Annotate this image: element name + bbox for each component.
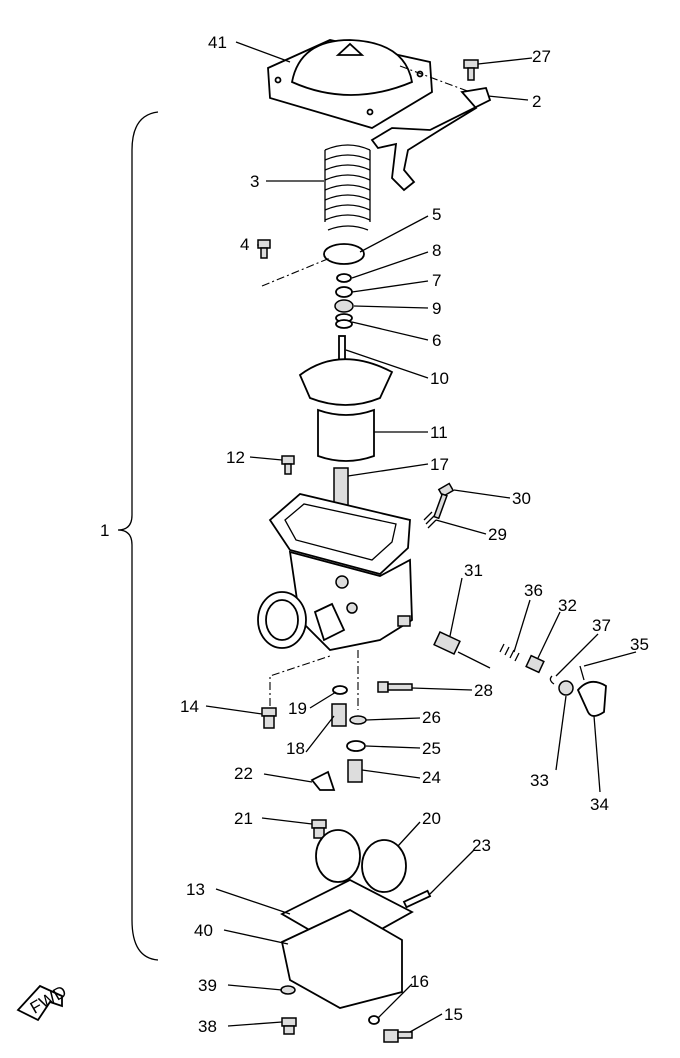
callout-8: 8: [432, 241, 441, 260]
callout-21: 21: [234, 809, 253, 828]
part-5-plate: [323, 243, 365, 265]
part-27-screw: [463, 59, 479, 81]
callout-17: 17: [430, 455, 449, 474]
callout-18: 18: [286, 739, 305, 758]
callout-40: 40: [194, 921, 213, 940]
part-22-plate: [310, 770, 336, 791]
callout-26: 26: [422, 708, 441, 727]
part-26-washer: [349, 715, 367, 725]
part-25-o-ring: [346, 740, 366, 752]
part-20-float: [315, 829, 407, 893]
part-9-washer: [334, 299, 354, 313]
part-23-pin: [402, 889, 432, 909]
callout-4: 4: [240, 235, 249, 254]
callout-9: 9: [432, 299, 441, 318]
callout-labels: 41 27 2 3 5 4 8 7 9 6 10 11 12 17 30 29 …: [100, 33, 649, 1036]
leader-lines: [205, 41, 637, 1033]
part-3-spring: [324, 144, 371, 231]
part-37-clip: [549, 675, 555, 685]
callout-30: 30: [512, 489, 531, 508]
part-8-clip: [336, 273, 352, 283]
part-33-washer: [558, 680, 574, 696]
part-38-screw: [281, 1017, 297, 1035]
callout-12: 12: [226, 448, 245, 467]
callout-37: 37: [592, 616, 611, 635]
callout-39: 39: [198, 976, 217, 995]
assembly-bracket: [117, 111, 159, 961]
callout-33: 33: [530, 771, 549, 790]
callout-29: 29: [488, 525, 507, 544]
part-24-main-jet: [347, 759, 363, 783]
callout-14: 14: [180, 697, 199, 716]
callout-25: 25: [422, 739, 441, 758]
part-39-washer: [280, 985, 296, 995]
part-29-spring: [423, 511, 437, 529]
callout-24: 24: [422, 768, 441, 787]
part-14-drain-screw: [261, 707, 277, 729]
part-35-screw: [579, 665, 585, 681]
part-18-jet: [331, 703, 347, 727]
part-7-washer: [335, 286, 353, 298]
part-2-bracket: [370, 86, 492, 192]
callout-2: 2: [532, 92, 541, 111]
callout-31: 31: [464, 561, 483, 580]
part-6-spring: [335, 313, 353, 329]
fwd-label: FWD: [27, 982, 70, 1018]
part-28-screw: [377, 681, 413, 693]
callout-22: 22: [234, 764, 253, 783]
callout-13: 13: [186, 880, 205, 899]
part-15-drain-screw: [383, 1029, 413, 1043]
callout-27: 27: [532, 47, 551, 66]
callout-16: 16: [410, 972, 429, 991]
callout-7: 7: [432, 271, 441, 290]
part-40-float-bowl: [280, 908, 403, 1009]
callout-19: 19: [288, 699, 307, 718]
part-19-washer: [332, 685, 348, 695]
part-31-pilot-screw: [433, 631, 491, 669]
callout-20: 20: [422, 809, 441, 828]
part-41-cover: [267, 39, 433, 129]
part-11-piston: [298, 358, 394, 462]
callout-36: 36: [524, 581, 543, 600]
callout-41: 41: [208, 33, 227, 52]
callout-11: 11: [430, 423, 448, 442]
callout-1: 1: [100, 521, 109, 540]
callout-35: 35: [630, 635, 649, 654]
part-12-screw: [281, 455, 295, 475]
part-36-spring: [499, 643, 520, 662]
callout-32: 32: [558, 596, 577, 615]
callout-5: 5: [432, 205, 441, 224]
callout-15: 15: [444, 1005, 463, 1024]
part-30-screw: [433, 482, 455, 520]
part-4-screw: [257, 239, 271, 259]
callout-38: 38: [198, 1017, 217, 1036]
callout-10: 10: [430, 369, 449, 388]
part-34-knob: [576, 680, 607, 717]
callout-6: 6: [432, 331, 441, 350]
callout-28: 28: [474, 681, 493, 700]
part-16-o-ring: [368, 1015, 380, 1025]
callout-3: 3: [250, 172, 259, 191]
part-32-nut: [525, 654, 545, 674]
fwd-arrow-icon: FWD: [16, 982, 70, 1022]
callout-34: 34: [590, 795, 609, 814]
callout-23: 23: [472, 836, 491, 855]
carburetor-body: [257, 493, 413, 651]
